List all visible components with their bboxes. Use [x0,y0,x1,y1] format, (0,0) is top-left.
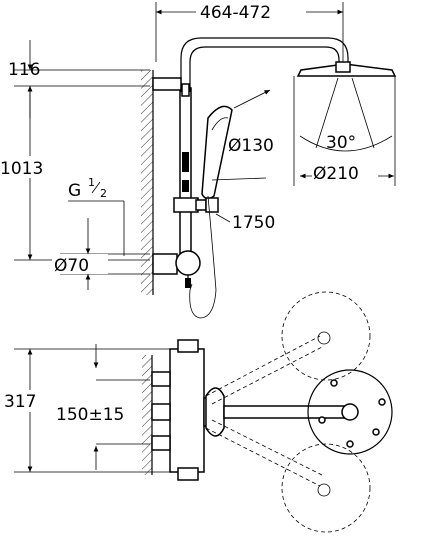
dim-arm-width: 464-472 [200,3,271,23]
hand-shower-plan [205,387,225,437]
wall-bracket-top [152,77,182,91]
dim-thread-num: 1 [88,176,95,189]
wall-hatch [141,70,153,295]
dim-hand-diameter: Ø130 [228,136,274,156]
hand-shower [201,105,233,200]
wall-connector [152,253,178,275]
dim-rail-height: 1013 [0,159,43,179]
dim-flange-diameter: Ø70 [54,256,89,276]
dim-thread-den: 2 [100,187,107,200]
shower-arm-plan [223,405,351,419]
dim-spacing: 150±15 [56,405,124,425]
shower-arm [180,37,349,92]
front-view: 464-472 116 1013 G 1 2 Ø70 [0,1,397,319]
thermostat-body [169,348,205,473]
top-view: 317 150±15 [2,291,393,533]
dim-hose-length: 1750 [232,213,275,233]
riser-rail [179,87,192,259]
dim-depth: 317 [4,392,36,412]
dim-thread: G [68,181,81,201]
dim-head-diameter: Ø210 [313,164,359,184]
mixer-body [175,250,201,276]
swing-range-bottom [281,443,371,533]
swing-range-top [281,291,371,381]
slider-holder [173,197,199,213]
dim-head-offset: 116 [8,60,40,80]
shower-hose [189,195,217,319]
head-shower-plan [307,369,393,455]
dim-spray-angle: 30° [326,133,356,153]
